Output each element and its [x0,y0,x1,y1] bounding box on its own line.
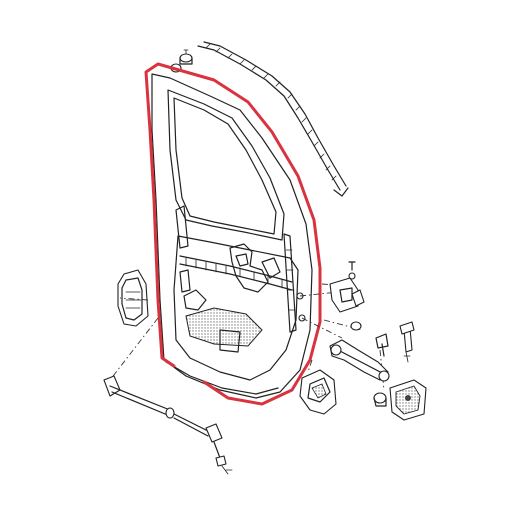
window-channel-strip-icon [197,41,349,197]
bolt-icon [399,321,415,363]
door-seal-icon [144,62,322,406]
door-shell-icon [151,73,313,399]
hinge-bracket-icon [329,261,365,331]
torsion-bar-icon [103,375,233,475]
door-handle-insert-icon [117,269,149,327]
striker-plate-icon [299,369,337,415]
lock-plate-icon [389,379,427,421]
door-check-strap-icon [329,333,390,407]
